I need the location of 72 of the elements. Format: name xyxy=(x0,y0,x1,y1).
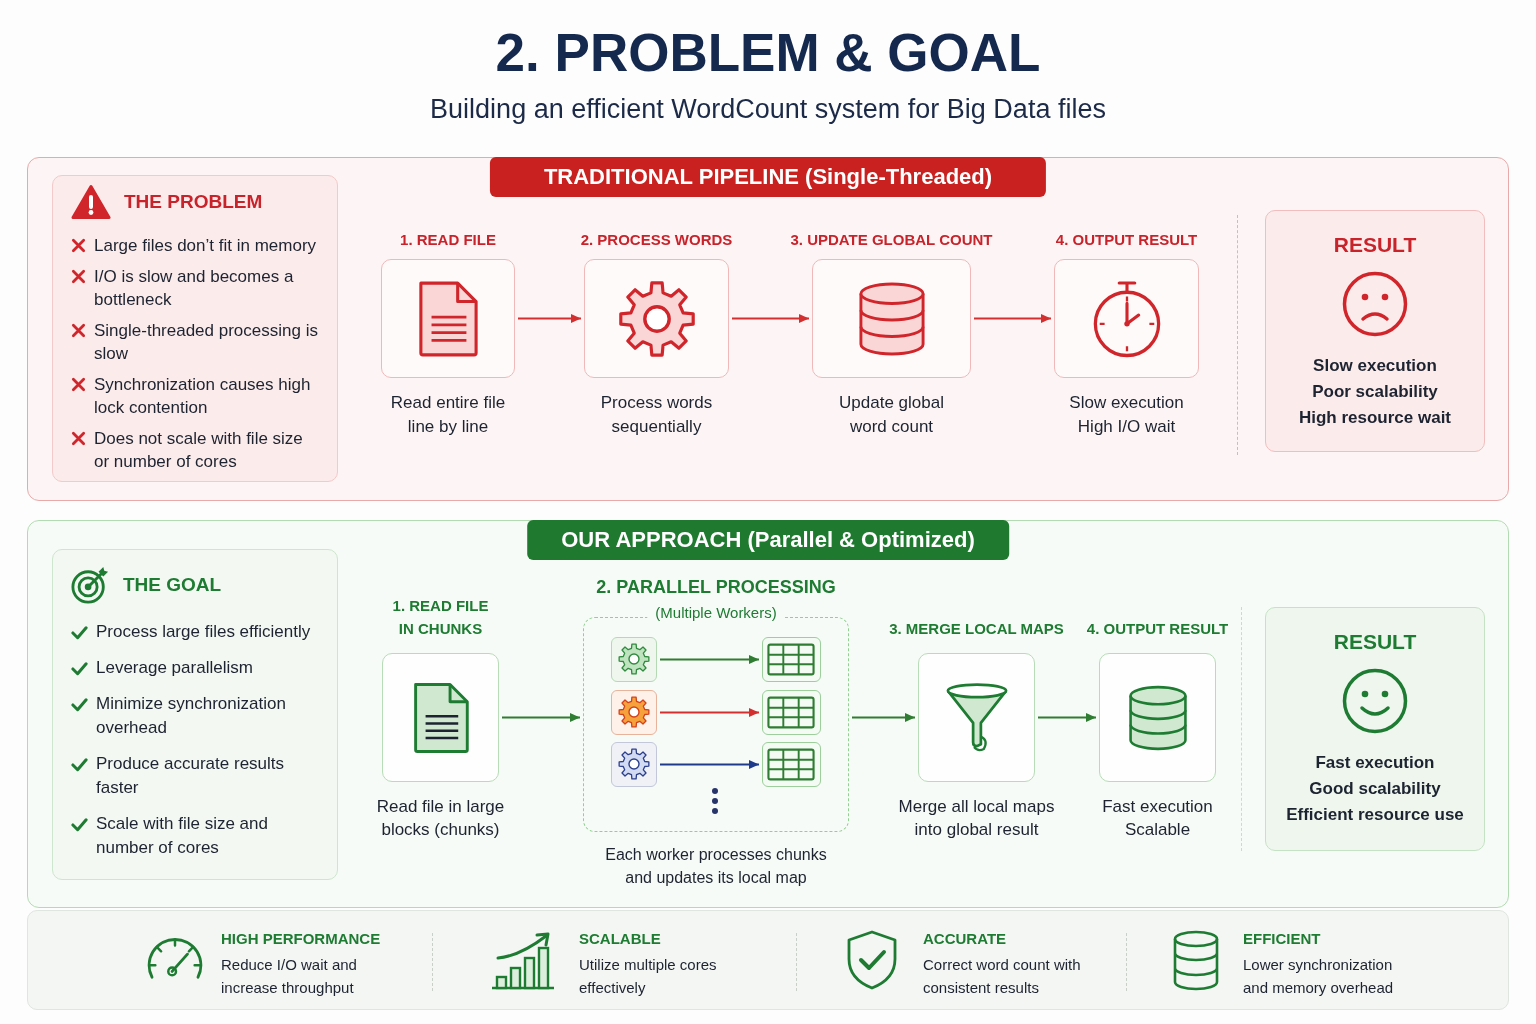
section-panel xyxy=(27,157,1509,501)
list-item: I/O is slow and becomes a bottleneck xyxy=(94,266,295,311)
arrow xyxy=(659,760,760,769)
feature-text: Correct word count with consistent results xyxy=(923,955,1082,998)
list-item: Minimize synchronization overhead xyxy=(96,693,287,739)
title: 2. PROBLEM & GOAL xyxy=(495,22,1041,84)
arrow xyxy=(517,314,582,323)
step-heading: 4. OUTPUT RESULT xyxy=(1086,619,1229,639)
table-icon xyxy=(761,689,821,735)
feature-text: Lower synchronization and memory overhead xyxy=(1243,955,1395,998)
group-caption: Each worker processes chunks and updates its local map xyxy=(604,845,828,888)
step-heading: 1. READ FILE IN CHUNKS xyxy=(391,596,490,639)
card-heading: THE PROBLEM xyxy=(124,190,263,214)
list-item: Large files don’t fit in memory xyxy=(94,235,318,257)
step-caption: Scalable xyxy=(1124,819,1191,841)
step-caption: Process words sequentially xyxy=(599,392,714,438)
result-heading: RESULT xyxy=(1333,232,1417,258)
list-item: Scale with file size and number of cores xyxy=(96,813,269,859)
gear-icon xyxy=(610,741,657,787)
step-caption: Update global word count xyxy=(838,392,945,438)
step-caption: Slow execution xyxy=(1069,392,1184,414)
result-card xyxy=(1265,210,1485,452)
step-caption: High I/O wait xyxy=(1077,416,1176,438)
result-line: Good scalability xyxy=(1309,778,1441,800)
card-heading: THE GOAL xyxy=(123,573,222,597)
feature-text: Utilize multiple cores effectively xyxy=(579,955,718,998)
arrow xyxy=(851,713,916,722)
step-heading: 4. OUTPUT RESULT xyxy=(1055,230,1198,250)
result-line: High resource wait xyxy=(1298,407,1452,429)
section-panel xyxy=(27,520,1509,908)
step-caption: Read entire file line by line xyxy=(389,392,507,438)
step-heading: 2. PROCESS WORDS xyxy=(580,230,733,250)
group-heading: 2. PARALLEL PROCESSING xyxy=(596,576,836,599)
arrow xyxy=(659,708,760,717)
arrow xyxy=(659,655,760,664)
arrow xyxy=(1037,713,1097,722)
result-line: Efficient resource use xyxy=(1286,804,1464,826)
feature-heading: EFFICIENT xyxy=(1243,929,1321,949)
table-icon xyxy=(761,636,821,682)
result-line: Fast execution xyxy=(1315,752,1435,774)
step-caption: Fast execution xyxy=(1102,796,1213,818)
arrow xyxy=(973,314,1052,323)
step-heading: 3. UPDATE GLOBAL COUNT xyxy=(790,230,993,250)
feature-heading: SCALABLE xyxy=(579,929,661,949)
list-item: Does not scale with file size or number of cores xyxy=(94,428,304,473)
step-heading: 3. MERGE LOCAL MAPS xyxy=(889,619,1064,639)
list-item: Produce accurate results faster xyxy=(96,753,286,799)
table-icon xyxy=(761,741,821,787)
step-heading: 1. READ FILE xyxy=(400,230,496,250)
gear-icon xyxy=(610,689,657,735)
feature-bar xyxy=(27,910,1509,1010)
result-heading: RESULT xyxy=(1333,629,1417,655)
gear-icon xyxy=(610,636,657,682)
list-item: Synchronization causes high lock contention xyxy=(94,374,312,419)
list-item: Leverage parallelism xyxy=(96,657,254,679)
arrow xyxy=(731,314,810,323)
list-item: Process large files efficiently xyxy=(96,621,312,643)
result-line: Poor scalability xyxy=(1312,381,1438,403)
feature-heading: HIGH PERFORMANCE xyxy=(221,929,381,949)
result-line: Slow execution xyxy=(1313,355,1437,377)
problem-card xyxy=(52,175,338,482)
step-caption: Merge all local maps into global result xyxy=(897,796,1056,841)
goal-card xyxy=(52,549,338,880)
result-card xyxy=(1265,607,1485,851)
feature-text: Reduce I/O wait and increase throughput xyxy=(221,955,358,998)
step-caption: Read file in large blocks (chunks) xyxy=(375,796,506,841)
subtitle: Building an efficient WordCount system for Big Data files xyxy=(430,93,1106,126)
feature-heading: ACCURATE xyxy=(923,929,1007,949)
section-banner: OUR APPROACH (Parallel & Optimized) xyxy=(527,520,1009,560)
section-banner: TRADITIONAL PIPELINE (Single-Threaded) xyxy=(489,157,1047,197)
arrow xyxy=(501,713,581,722)
list-item: Single-threaded processing is slow xyxy=(94,320,319,365)
